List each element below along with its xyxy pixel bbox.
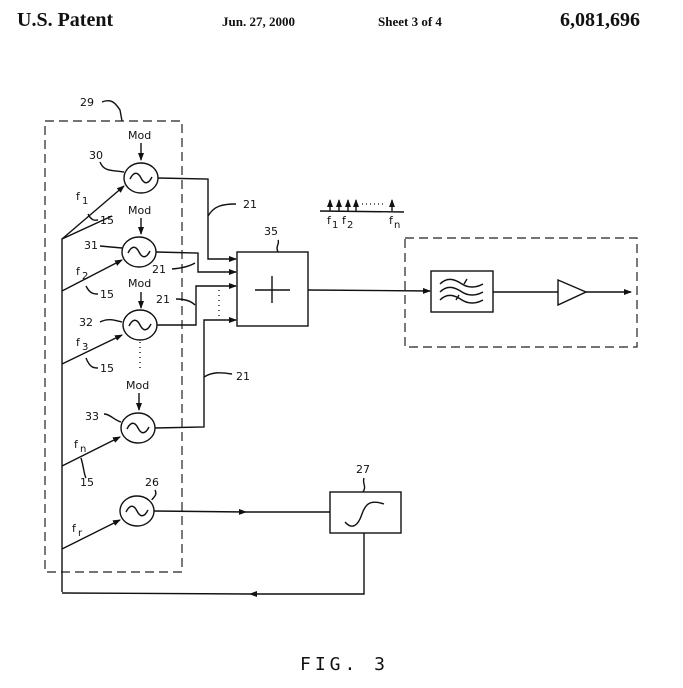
- sine-icon: [127, 423, 149, 433]
- mod-label: Mod: [126, 379, 149, 392]
- feedback-line-b: [62, 593, 250, 594]
- conn-31: [156, 252, 236, 272]
- leader-27: [363, 478, 365, 492]
- sine-icon: [128, 247, 150, 257]
- ref-21: 21: [236, 370, 250, 383]
- summer-output-line: [308, 290, 430, 291]
- leader-30: [100, 162, 124, 172]
- ref-15: 15: [100, 288, 114, 301]
- leader-21: [176, 299, 195, 305]
- leader-15: [86, 358, 98, 368]
- sine-icon: [126, 506, 148, 516]
- leader-15: [86, 286, 98, 294]
- ref-21: 21: [243, 198, 257, 211]
- freq-label: f: [76, 336, 81, 349]
- leader-35: [277, 240, 278, 252]
- oscillator-26: 26 f r: [62, 476, 330, 549]
- input-line-f1: [62, 186, 124, 239]
- mod-label: Mod: [128, 129, 151, 142]
- sine-icon: [130, 173, 152, 183]
- input-line-f3: [62, 335, 122, 364]
- ref-30: 30: [89, 149, 103, 162]
- leader-29: [102, 101, 122, 121]
- sine-icon: [129, 320, 151, 330]
- leader-21: [204, 373, 232, 377]
- freq-label: f: [72, 522, 77, 535]
- conn-33: [155, 320, 236, 428]
- ref-35: 35: [264, 225, 278, 238]
- ref-to-27-line: [154, 511, 246, 512]
- oscillator-bank-box: [45, 121, 182, 572]
- leader-31: [100, 246, 122, 248]
- freq-sub: 3: [82, 342, 88, 353]
- freq-label: f: [76, 190, 81, 203]
- feedback-line: [250, 533, 364, 594]
- oscillator-33: Mod 33 f n 15: [62, 379, 155, 489]
- s-curve-icon: [345, 502, 384, 526]
- bandpass-filter-icon: [440, 279, 483, 303]
- mod-label: Mod: [128, 204, 151, 217]
- spectrum-sub: n: [394, 220, 400, 231]
- ref-27: 27: [356, 463, 370, 476]
- output-stage: [405, 238, 637, 347]
- input-line-f2: [62, 260, 122, 291]
- leader-21: [208, 204, 236, 216]
- ref-26: 26: [145, 476, 159, 489]
- ref-32: 32: [79, 316, 93, 329]
- oscillator-30: Mod 30 f 1 15: [62, 129, 158, 239]
- mod-label: Mod: [128, 277, 151, 290]
- ref-29: 29: [80, 96, 94, 109]
- conn-30: [158, 178, 236, 259]
- leader-21: [172, 263, 195, 269]
- leader-32: [100, 320, 122, 322]
- leader-33: [104, 414, 121, 422]
- ref-15: 15: [100, 214, 114, 227]
- leader-26: [152, 490, 156, 500]
- figure-caption: FIG. 3: [300, 654, 389, 675]
- leader-15: [81, 458, 86, 478]
- connections-21: 21 21 21 21: [152, 178, 257, 428]
- ref-15: 15: [80, 476, 94, 489]
- spectrum-sub: 1: [332, 220, 338, 231]
- ref-21: 21: [156, 293, 170, 306]
- freq-sub: 1: [82, 196, 88, 207]
- input-line-fr: [62, 520, 120, 549]
- freq-label: f: [74, 438, 79, 451]
- summer-35: 35: [237, 225, 430, 326]
- ref-33: 33: [85, 410, 99, 423]
- spectrum-sub: 2: [347, 220, 353, 231]
- freq-sub: 2: [82, 271, 88, 282]
- input-line-fn: [62, 437, 120, 466]
- amplifier-icon: [558, 280, 586, 305]
- control-block-27: 27: [62, 463, 401, 594]
- freq-sub: n: [80, 444, 86, 455]
- spectrum-baseline: [320, 211, 404, 212]
- ref-31: 31: [84, 239, 98, 252]
- ref-21: 21: [152, 263, 166, 276]
- ref-15: 15: [100, 362, 114, 375]
- control-box: [330, 492, 401, 533]
- freq-label: f: [76, 265, 81, 278]
- spectrum-illustration: f 1 f 2 f n: [320, 200, 404, 231]
- freq-sub: r: [78, 528, 83, 539]
